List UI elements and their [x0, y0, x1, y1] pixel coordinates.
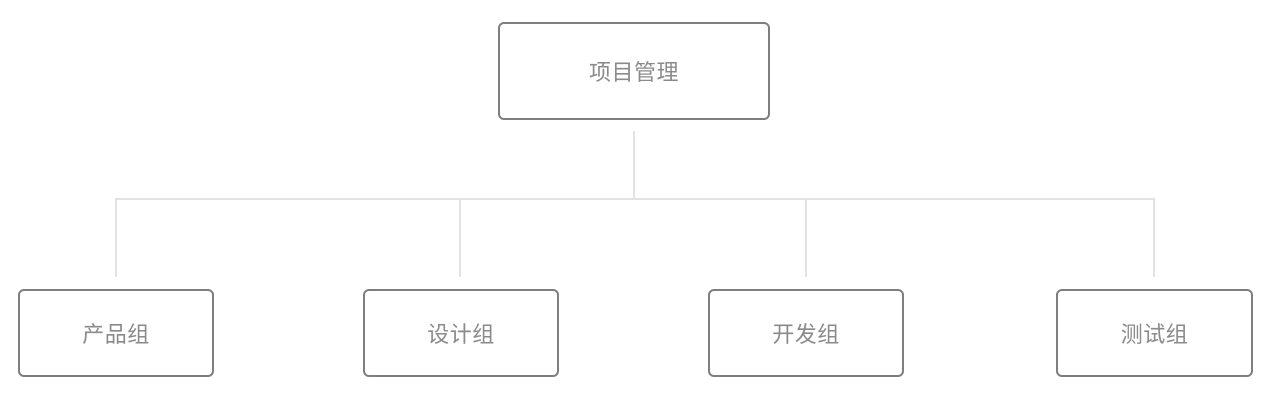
node-development-group: 开发组 — [708, 289, 904, 377]
node-product-group: 产品组 — [18, 289, 214, 377]
node-development-group-label: 开发组 — [772, 322, 840, 347]
node-testing-group: 测试组 — [1056, 289, 1253, 377]
node-project-management-label: 项目管理 — [588, 60, 679, 85]
node-testing-group-label: 测试组 — [1120, 322, 1189, 347]
connector-root-stem — [633, 131, 635, 198]
connector-horizontal-bus — [115, 198, 1155, 200]
node-project-management: 项目管理 — [498, 22, 770, 120]
node-product-group-label: 产品组 — [82, 322, 150, 347]
connector-drop-development — [805, 200, 807, 277]
node-design-group-label: 设计组 — [427, 322, 495, 347]
connector-drop-design — [459, 200, 461, 277]
connector-drop-product — [115, 200, 117, 277]
node-design-group: 设计组 — [363, 289, 559, 377]
connector-drop-testing — [1153, 200, 1155, 277]
